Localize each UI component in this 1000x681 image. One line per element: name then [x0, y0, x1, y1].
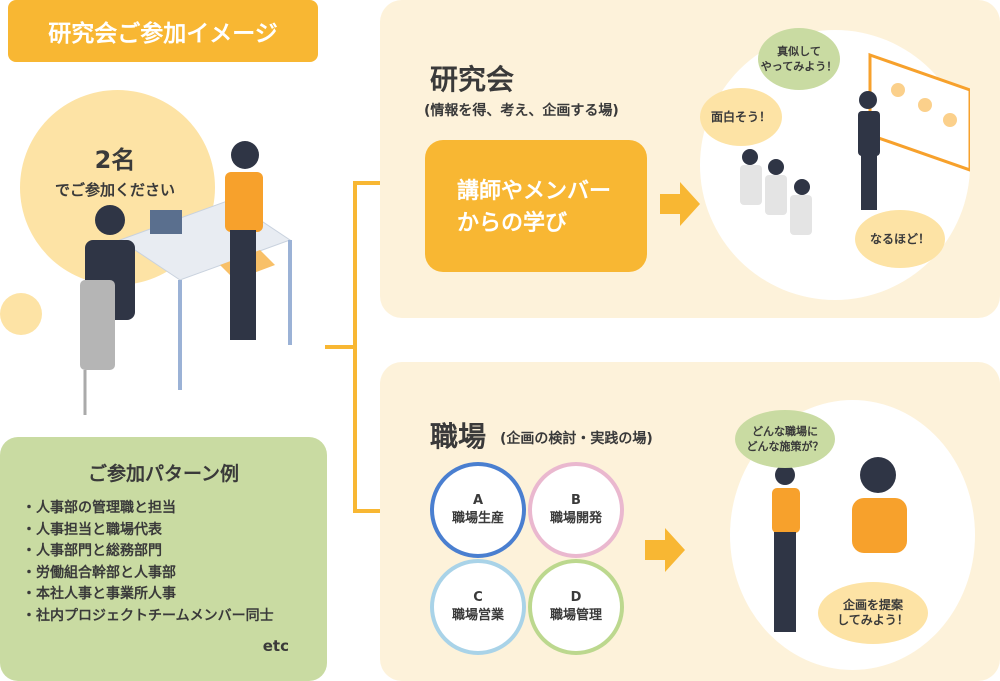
workplace-circle-d: D 職場管理 [528, 559, 624, 655]
learning-line: 講師やメンバー [457, 179, 612, 204]
speech-bubble: 面白そう！ [700, 88, 782, 146]
circle-label: 職場生産 [451, 511, 504, 526]
pattern-item: ・人事担当と職場代表 [22, 521, 162, 538]
circle-letter: A [472, 493, 484, 508]
learning-line: からの学び [457, 211, 568, 236]
arrow-right-icon [660, 182, 700, 226]
patterns-etc: etc [262, 637, 289, 655]
speech-bubble: なるほど！ [855, 210, 945, 268]
workplace-circle-c: C 職場営業 [430, 559, 526, 655]
page-title: 研究会ご参加イメージ [8, 0, 318, 62]
participation-patterns: ご参加パターン例 ・人事部の管理職と担当 ・人事担当と職場代表 ・人事部門と総務… [0, 437, 327, 681]
proposal-illustration [772, 457, 907, 632]
speech-bubble: どんな職場に どんな施策が？ [735, 410, 835, 468]
bracket-bottom [353, 509, 381, 513]
participant-text: でご参加ください [54, 181, 175, 199]
circle-letter: B [571, 493, 581, 508]
circle-label: 職場管理 [549, 608, 602, 623]
bracket-stub [325, 345, 355, 349]
circle-label: 職場営業 [451, 608, 504, 623]
speech-bubble: 企画を提案 してみよう！ [818, 582, 928, 644]
seminar-illustration [740, 52, 970, 235]
meeting-illustration [80, 141, 292, 415]
pattern-item: ・労働組合幹部と人事部 [22, 564, 176, 581]
workplace-circle-a: A 職場生産 [430, 462, 526, 558]
workplace-heading: 職場 [430, 420, 487, 453]
decorative-circle [0, 293, 42, 335]
participants-label: 2名 でご参加ください [40, 140, 190, 200]
bracket-vertical [353, 181, 357, 513]
circle-letter: C [473, 590, 483, 605]
pattern-item: ・人事部門と総務部門 [22, 543, 162, 559]
patterns-heading: ご参加パターン例 [87, 463, 240, 485]
circle-letter: D [570, 590, 582, 605]
workplace-subtitle: (企画の検討・実践の場) [500, 431, 653, 447]
study-heading: 研究会 [430, 63, 515, 96]
workplace-circle-b: B 職場開発 [528, 462, 624, 558]
circle-label: 職場開発 [549, 511, 602, 526]
pattern-item: ・本社人事と事業所人事 [22, 586, 176, 602]
pattern-item: ・社内プロジェクトチームメンバー同士 [22, 607, 274, 624]
arrow-right-icon [645, 528, 685, 572]
speech-bubble: 真似して やってみよう！ [758, 28, 840, 90]
bracket-top [353, 181, 381, 185]
study-subtitle: (情報を得、考え、企画する場) [424, 103, 619, 119]
study-learning-box: 講師やメンバー からの学び [425, 140, 647, 272]
pattern-item: ・人事部の管理職と担当 [22, 500, 176, 516]
participant-count: 2名 [94, 146, 136, 174]
